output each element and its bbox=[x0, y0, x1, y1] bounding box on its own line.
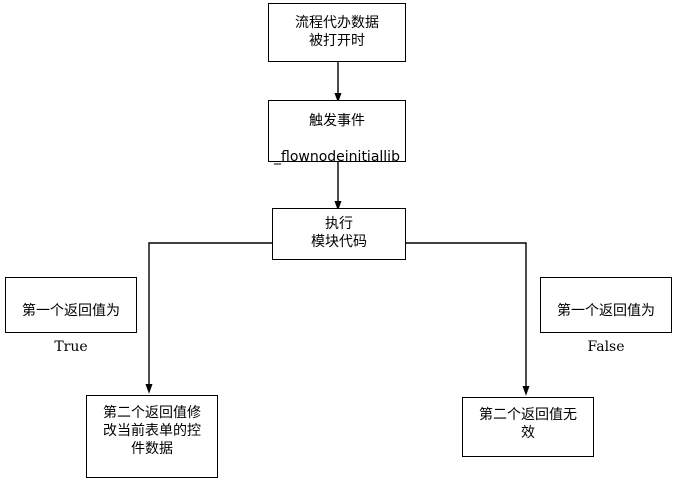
node-first-return-true-value: True bbox=[54, 338, 88, 355]
node-fire-event-label: 触发事件 _flownodeinitiallib bbox=[274, 95, 400, 167]
node-first-return-false-label: 第一个返回值为 False bbox=[557, 285, 655, 357]
node-fire-event-line2: _flownodeinitiallib bbox=[274, 148, 400, 165]
node-first-return-true-line1: 第一个返回值为 bbox=[22, 302, 120, 319]
node-first-return-true-label: 第一个返回值为 True bbox=[22, 285, 120, 357]
edge-run-to-invalid bbox=[406, 242, 530, 396]
node-second-return-invalid-label: 第二个返回值无 效 bbox=[479, 407, 577, 441]
node-fire-event-line1: 触发事件 bbox=[308, 113, 365, 130]
edge-run-to-modifies bbox=[145, 242, 272, 394]
node-second-return-invalid[interactable]: 第二个返回值无 效 bbox=[462, 397, 594, 457]
node-trigger-condition-label: 流程代办数据 被打开时 bbox=[295, 14, 379, 49]
node-run-module-code[interactable]: 执行 模块代码 bbox=[272, 208, 406, 260]
node-second-return-modifies[interactable]: 第二个返回值修 改当前表单的控 件数据 bbox=[86, 395, 218, 478]
node-run-module-code-label: 执行 模块代码 bbox=[311, 216, 367, 250]
node-trigger-condition[interactable]: 流程代办数据 被打开时 bbox=[268, 3, 406, 62]
node-second-return-modifies-label: 第二个返回值修 改当前表单的控 件数据 bbox=[103, 405, 201, 457]
node-first-return-false[interactable]: 第一个返回值为 False bbox=[540, 277, 672, 355]
node-first-return-true[interactable]: 第一个返回值为 True bbox=[5, 277, 137, 355]
node-first-return-false-value: False bbox=[587, 338, 625, 355]
node-fire-event[interactable]: 触发事件 _flownodeinitiallib bbox=[268, 100, 406, 165]
node-first-return-false-line1: 第一个返回值为 bbox=[557, 302, 655, 319]
